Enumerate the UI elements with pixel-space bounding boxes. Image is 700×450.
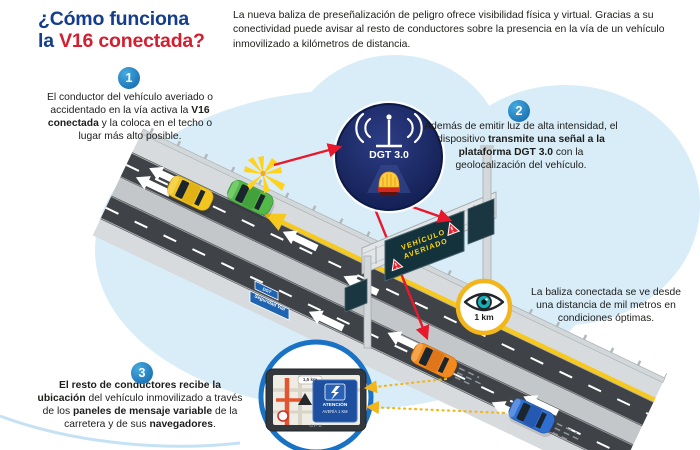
navigator-badge — [258, 339, 374, 450]
intro-paragraph: La nueva baliza de preseñalización de pe… — [233, 10, 665, 50]
eye-distance-label: 1 km — [474, 312, 494, 322]
title-line2: la V16 conectada? — [38, 30, 205, 53]
step-badge-3: 3 — [131, 362, 153, 384]
nav-alert-line1: ATENCIÓN — [322, 403, 348, 408]
orange-car — [410, 342, 481, 387]
step-3-text: El resto de conductores recibe la ubicac… — [37, 380, 243, 431]
speed-limit-badge — [277, 410, 289, 422]
title-line1: ¿Cómo funciona — [38, 8, 190, 30]
blue-car — [508, 398, 579, 442]
beacon-flash-rays — [244, 156, 285, 193]
visibility-note: La baliza conectada se ve desde una dist… — [531, 287, 681, 325]
nav-distance-badge: 1,5 km — [302, 377, 318, 382]
taxi-car — [167, 175, 215, 215]
vms-side-panel-right — [467, 198, 495, 245]
nav-link-arrow-blue — [365, 400, 506, 415]
nav-alert-line2: AVERÍA 1 KM — [322, 409, 348, 414]
page-title: ¿Cómo funciona la V16 conectada? — [38, 8, 218, 52]
lane-divider-upper — [125, 164, 649, 415]
motion-lines — [454, 367, 481, 387]
roadside-sign — [249, 280, 290, 321]
nav-alert-card — [312, 379, 358, 423]
warning-triangle-icon — [447, 221, 461, 237]
warning-triangle-icon — [391, 258, 404, 272]
gps-device-label: GPS — [309, 424, 323, 429]
step-2-text: Además de emitir luz de alta intensidad,… — [424, 121, 618, 172]
dgt-platform — [332, 100, 446, 214]
nav-link-arrow-orange — [363, 377, 448, 394]
step-badge-2: 2 — [508, 100, 530, 122]
eye-badge — [455, 278, 513, 336]
radio-waves-icon — [355, 112, 423, 144]
decorative-curve — [0, 414, 241, 448]
antenna-icon — [376, 114, 402, 148]
map-warning-triangle-icon — [298, 393, 312, 405]
title-accent: V16 conectada? — [59, 30, 205, 53]
eye-icon — [463, 292, 505, 312]
signal-arrow-from-beacon — [273, 143, 343, 167]
step-1-text: El conductor del vehículo averiado o acc… — [47, 92, 213, 143]
vms-side-panel-left — [344, 278, 368, 313]
flash-icon — [331, 386, 340, 400]
gantry — [344, 145, 497, 349]
beacon-icon — [378, 171, 400, 195]
median-strip — [111, 177, 642, 445]
gps-device — [265, 368, 367, 432]
dgt-platform-label: DGT 3.0 — [369, 149, 409, 161]
v16-beacon-dot — [260, 170, 266, 177]
step-badge-1: 1 — [118, 67, 140, 89]
breakdown-car — [227, 179, 275, 219]
